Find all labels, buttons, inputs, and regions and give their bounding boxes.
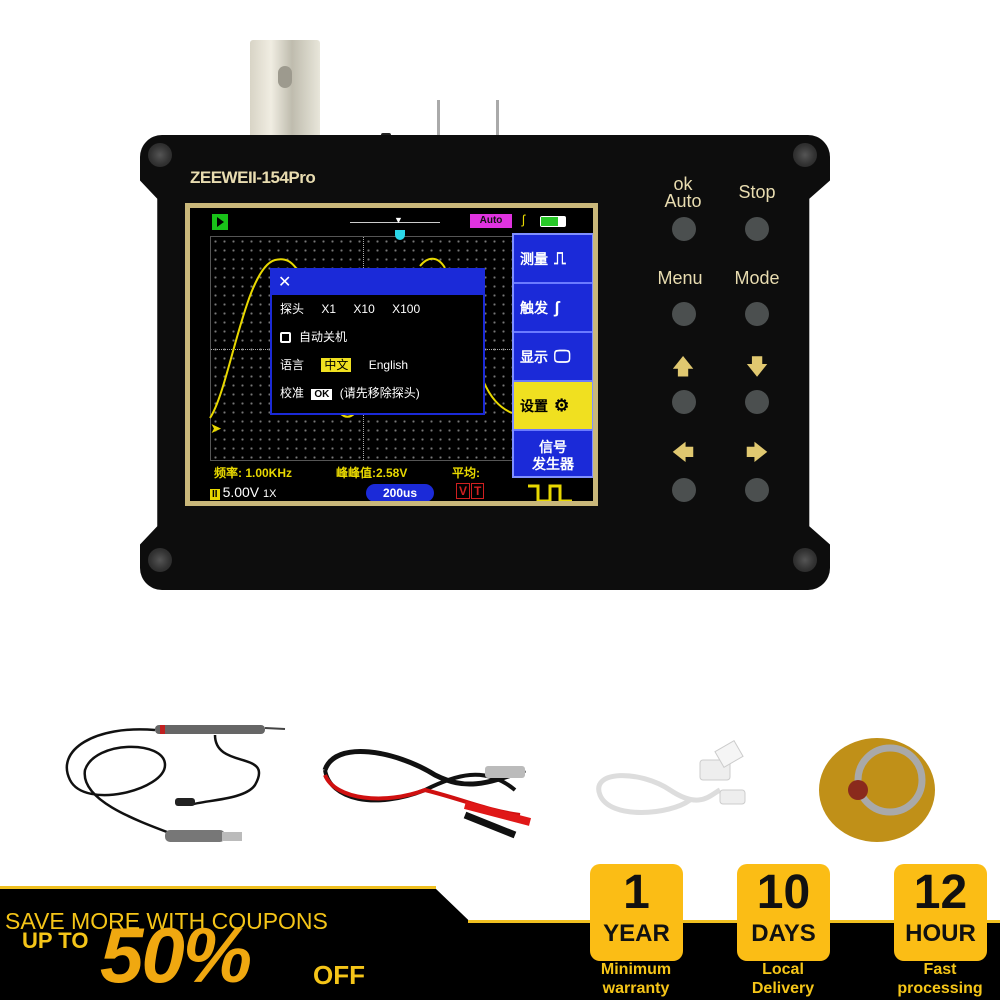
bnc-input-connector xyxy=(250,40,320,145)
language-row: 语言 中文 English xyxy=(280,358,409,372)
settings-tools-icon: ✕ xyxy=(272,270,483,295)
channel-level-marker-icon: ➤ xyxy=(210,420,222,436)
oscilloscope-probe-image xyxy=(65,725,286,842)
discount-percent: 50% xyxy=(100,911,252,999)
bnc-alligator-cable-image xyxy=(322,749,532,839)
probe-x1-option[interactable]: X1 xyxy=(321,302,337,316)
mode-label: Mode xyxy=(734,268,780,288)
menu-label: Menu xyxy=(657,268,703,288)
peak-to-peak-readout: 峰峰值:2.58V xyxy=(336,466,408,480)
horizontal-position-bar xyxy=(350,222,440,223)
arrow-up-icon: 🡅 xyxy=(671,354,695,379)
screw-icon xyxy=(793,143,817,167)
probe-x100-option[interactable]: X100 xyxy=(392,302,421,316)
calibrate-ok-button[interactable]: OK xyxy=(311,389,333,400)
arrow-left-icon: 🡄 xyxy=(671,440,695,465)
lcd-frame: ▼ Auto ʃ ➤ ✕ 探头 X1 X10 X100 自动关机 语言 中文 E… xyxy=(185,203,598,506)
stop-label: Stop xyxy=(738,182,776,202)
calibrate-row: 校准 OK (请先移除探头) xyxy=(280,386,420,400)
header-pin xyxy=(437,100,440,140)
ok-auto-button[interactable] xyxy=(672,217,696,241)
language-chinese-option[interactable]: 中文 xyxy=(321,358,352,372)
left-button[interactable] xyxy=(672,478,696,502)
auto-off-checkbox[interactable] xyxy=(280,332,291,344)
probe-x10-option[interactable]: X10 xyxy=(353,302,375,316)
menu-item-settings[interactable]: 设置⚙ xyxy=(514,382,592,431)
down-button[interactable] xyxy=(745,390,769,414)
right-button[interactable] xyxy=(745,478,769,502)
square-wave-icon xyxy=(528,484,572,501)
arrow-down-icon: 🡇 xyxy=(745,354,769,379)
arrow-right-icon: 🡆 xyxy=(745,440,769,465)
pulse-icon: ⎍ xyxy=(554,248,566,268)
mode-button[interactable] xyxy=(745,302,769,326)
usb-cable-image xyxy=(596,740,746,815)
promo-banner xyxy=(0,880,1000,1000)
monitor-icon: 🖵 xyxy=(554,346,571,366)
trigger-edge-icon: ʃ xyxy=(554,297,560,317)
frequency-readout: 频率: 1.00KHz xyxy=(214,466,293,480)
run-state-icon xyxy=(212,214,228,230)
up-button[interactable] xyxy=(672,390,696,414)
header-pin xyxy=(496,100,499,140)
brand-label: ZEEWEII-154Pro xyxy=(190,168,316,187)
auto-off-row: 自动关机 xyxy=(272,323,483,351)
off-label: OFF xyxy=(313,960,365,990)
coupon-headline: SAVE MORE WITH COUPONS xyxy=(5,908,328,934)
trigger-mode-badge: Auto xyxy=(470,214,512,228)
menu-item-display[interactable]: 显示🖵 xyxy=(514,333,592,382)
screw-icon xyxy=(148,548,172,572)
trigger-position-icon xyxy=(395,230,405,240)
screw-icon xyxy=(793,548,817,572)
position-marker-icon: ▼ xyxy=(394,215,403,225)
menu-item-measure[interactable]: 测量⎍ xyxy=(514,235,592,284)
menu-button[interactable] xyxy=(672,302,696,326)
language-english-option[interactable]: English xyxy=(368,358,409,372)
battery-icon xyxy=(540,216,566,227)
screw-icon xyxy=(148,143,172,167)
stop-button[interactable] xyxy=(745,217,769,241)
lcd-screen: ▼ Auto ʃ ➤ ✕ 探头 X1 X10 X100 自动关机 语言 中文 E… xyxy=(190,208,593,501)
gear-icon: ⚙ xyxy=(554,395,570,415)
phone-ring-holder-image xyxy=(819,738,935,842)
timebase-pill: 200us xyxy=(366,484,434,501)
average-readout: 平均: xyxy=(452,466,480,480)
waveform-trace xyxy=(209,257,513,419)
up-to-label: UP TO xyxy=(22,928,89,953)
settings-dialog: ✕ 探头 X1 X10 X100 自动关机 语言 中文 English 校准 O… xyxy=(270,268,485,415)
menu-item-signal-generator[interactable]: 信号发生器 xyxy=(532,438,574,472)
trigger-edge-icon: ʃ xyxy=(522,212,525,227)
probe-row: 探头 X1 X10 X100 xyxy=(280,302,421,316)
